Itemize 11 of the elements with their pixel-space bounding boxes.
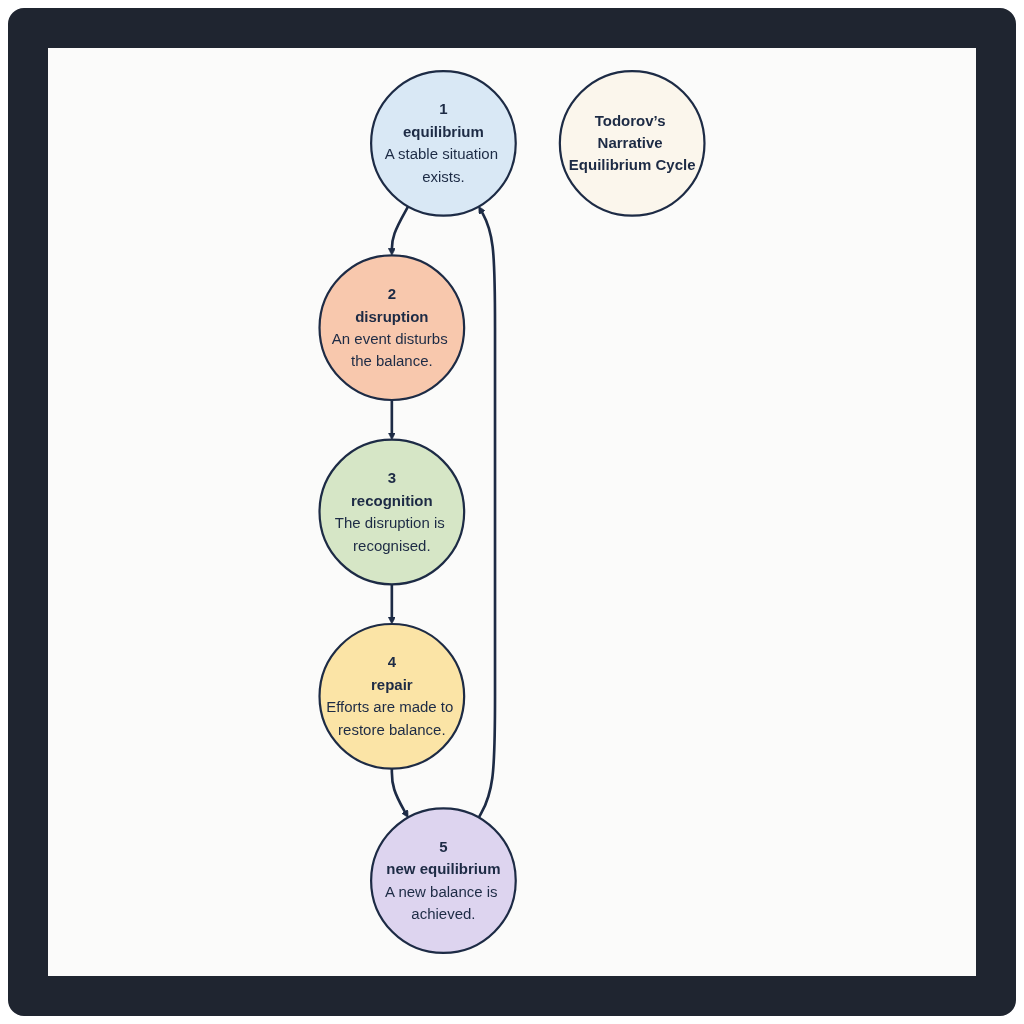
node-circle bbox=[370, 69, 517, 217]
arrow bbox=[390, 768, 409, 818]
node-circle bbox=[370, 807, 517, 955]
arrow bbox=[387, 584, 396, 625]
film-strip-frame: 1 equilibrium A stable situation exists. 2 disruption An event disturbs the balance. 3 recognition The disruption is recognised. 4 repair Efforts are made to restore balance. 5 new equilibrium A new balance is achieved. Todorov’s Narrative Equilibrium Cycle bbox=[8, 8, 1016, 1016]
arrow bbox=[477, 206, 497, 819]
node-circle bbox=[318, 254, 466, 402]
node-circle bbox=[558, 69, 706, 217]
arrow bbox=[387, 205, 410, 256]
node-circle bbox=[318, 622, 466, 770]
node-circle bbox=[318, 438, 466, 586]
